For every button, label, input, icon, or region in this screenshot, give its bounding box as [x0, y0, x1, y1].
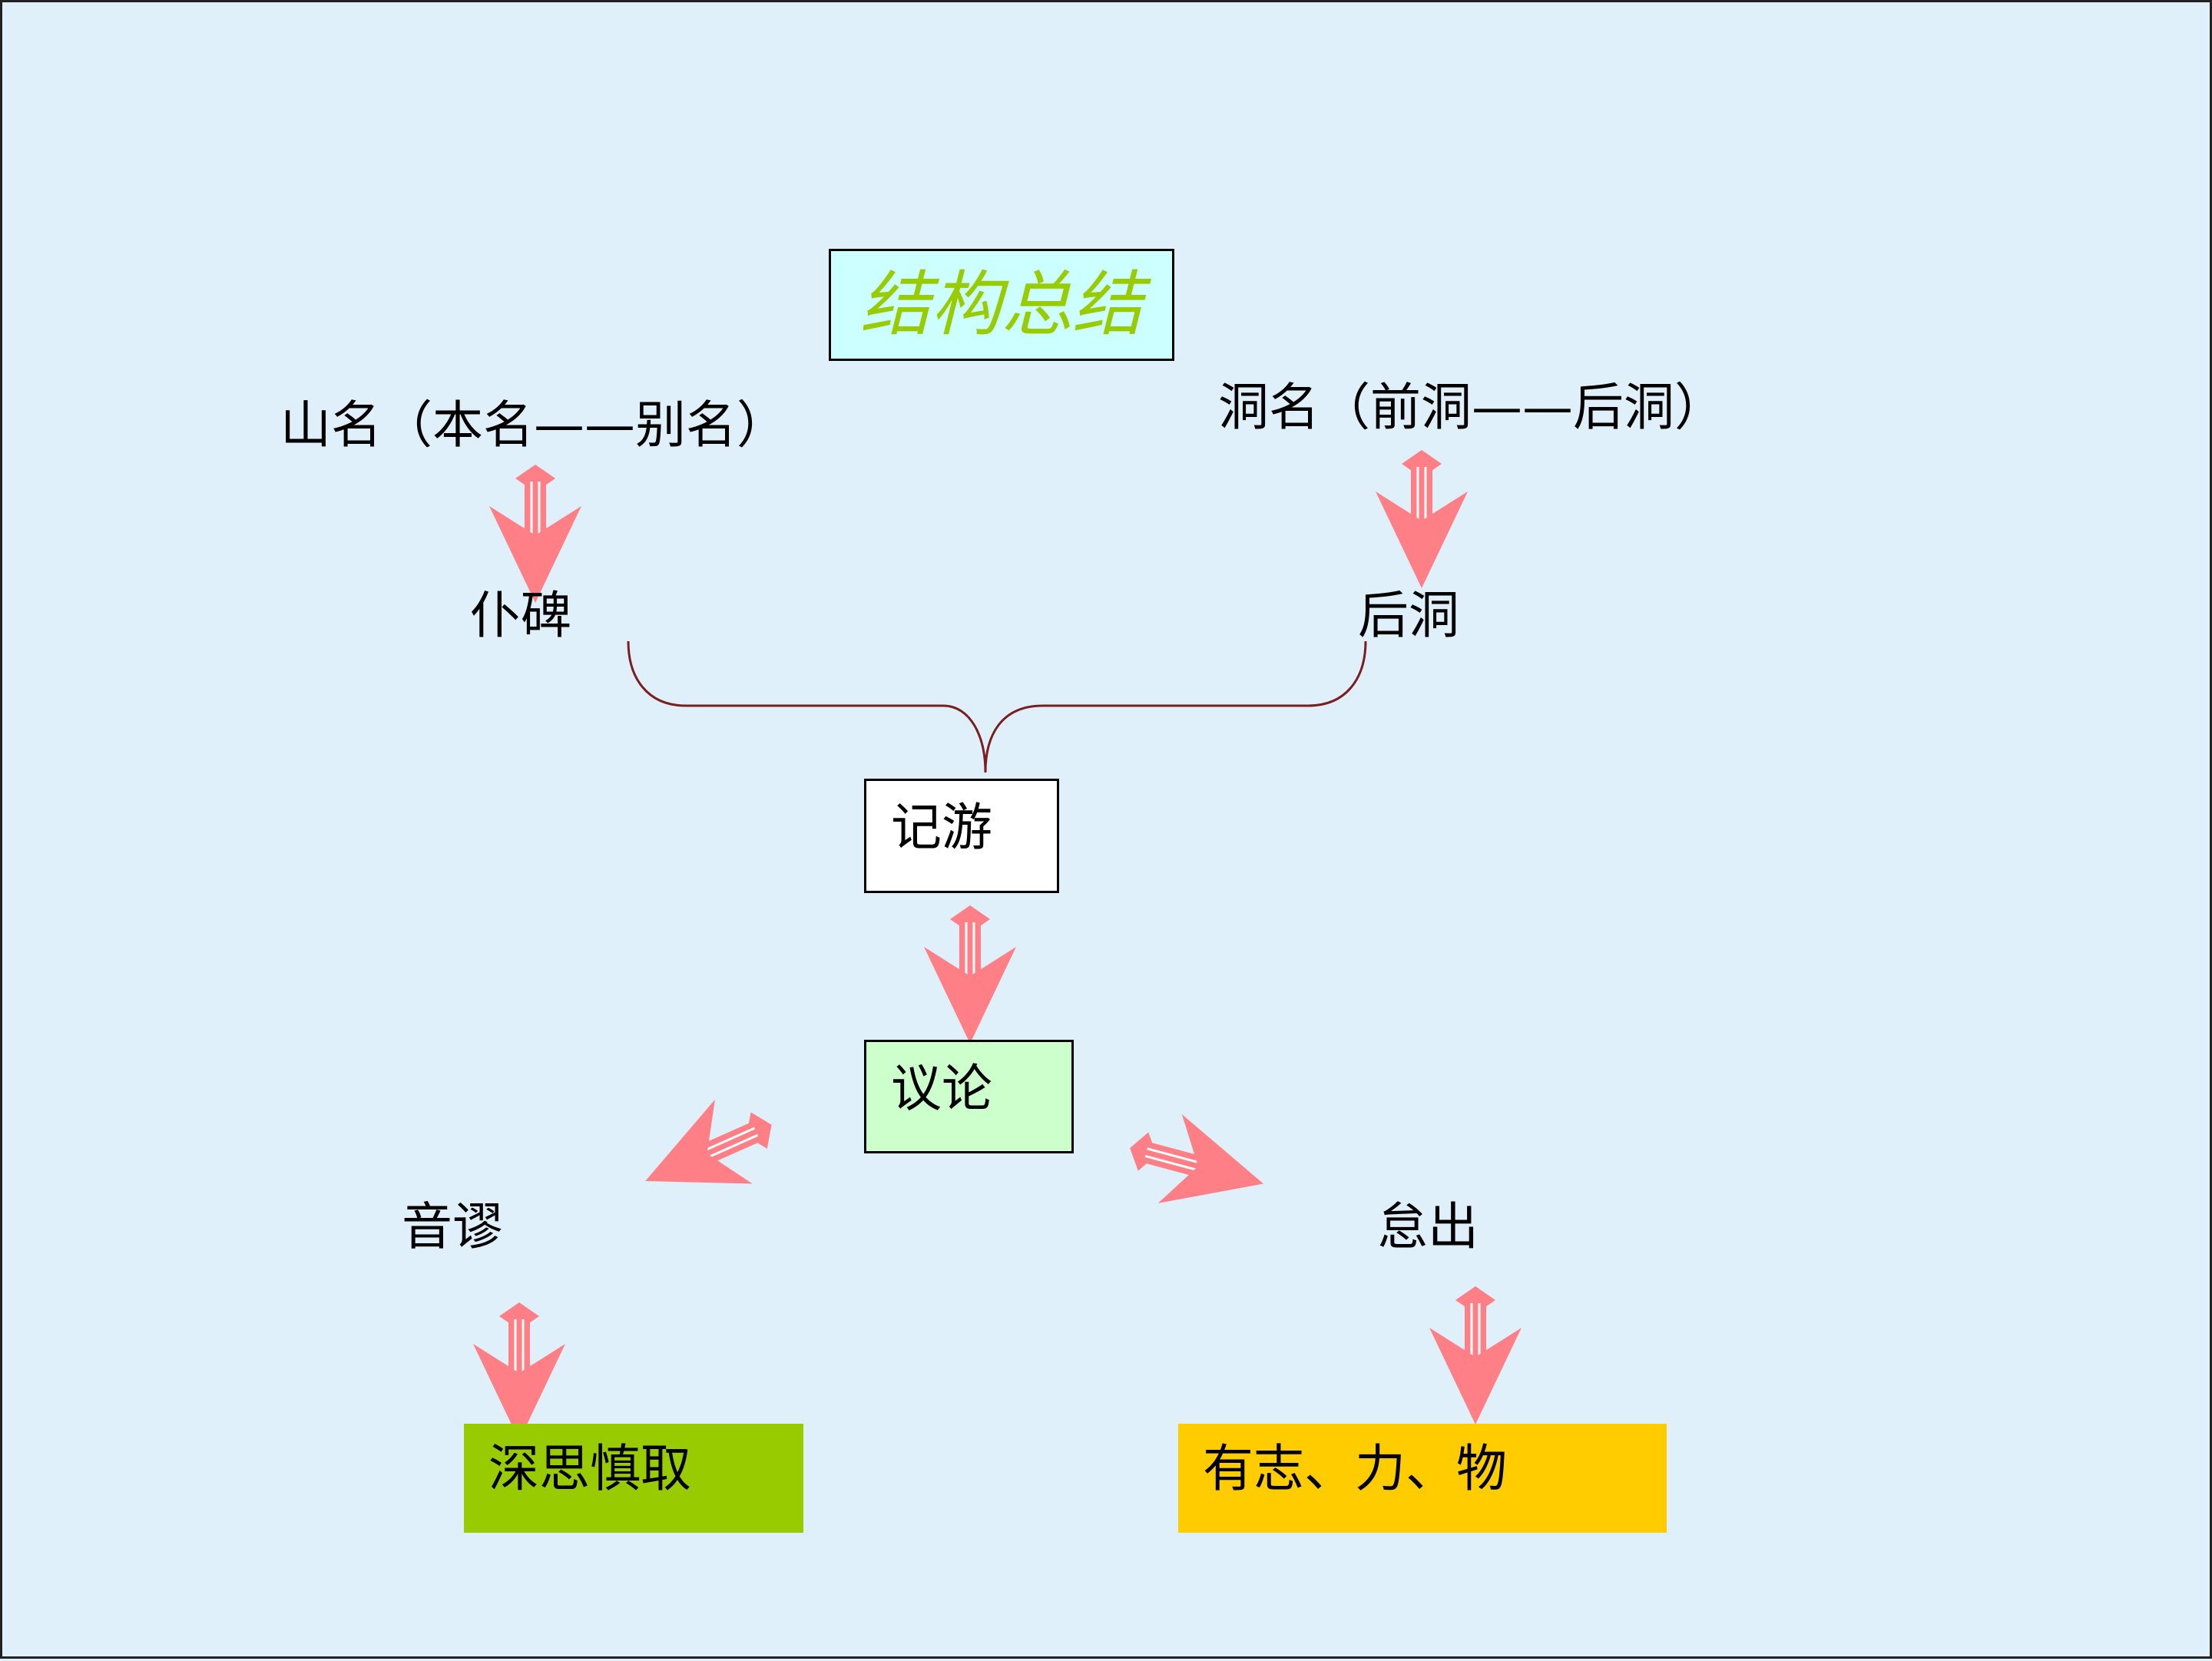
arrow-yilun-to-daichu: [1117, 1102, 1277, 1229]
node-shensi: 深思慎取: [464, 1424, 803, 1533]
node-yilun: 议论: [864, 1040, 1074, 1153]
arrow-jiyou-to-yilun: [922, 904, 1018, 1045]
arrow-mountain-to-pubei: [488, 463, 583, 604]
node-yinmiu: 音谬: [402, 1197, 503, 1256]
arrow-daichu-to-youzhi: [1428, 1285, 1523, 1426]
node-shensi-label: 深思慎取: [488, 1439, 691, 1498]
node-pubei: 仆碑: [470, 586, 571, 645]
page-title: 结构总结: [859, 263, 1143, 346]
node-houdong: 后洞: [1358, 586, 1459, 645]
node-jiyou: 记游: [864, 779, 1059, 893]
arrow-yilun-to-yinmiu: [625, 1081, 792, 1225]
arrow-cave-to-houdong: [1374, 448, 1469, 590]
node-yilun-label: 议论: [891, 1059, 992, 1118]
node-cave-name: 洞名（前洞——后洞）: [1218, 378, 1725, 437]
node-mountain-name: 山名（本名——别名）: [280, 395, 787, 455]
merge-brace: [627, 640, 1367, 773]
node-youzhi-label: 有志、力、物: [1203, 1439, 1507, 1498]
node-daichu: 怠出: [1377, 1197, 1479, 1256]
arrow-yinmiu-to-shensi: [472, 1301, 567, 1442]
node-jiyou-label: 记游: [891, 798, 992, 857]
node-youzhi: 有志、力、物: [1178, 1424, 1667, 1533]
title-box: 结构总结: [829, 249, 1174, 361]
